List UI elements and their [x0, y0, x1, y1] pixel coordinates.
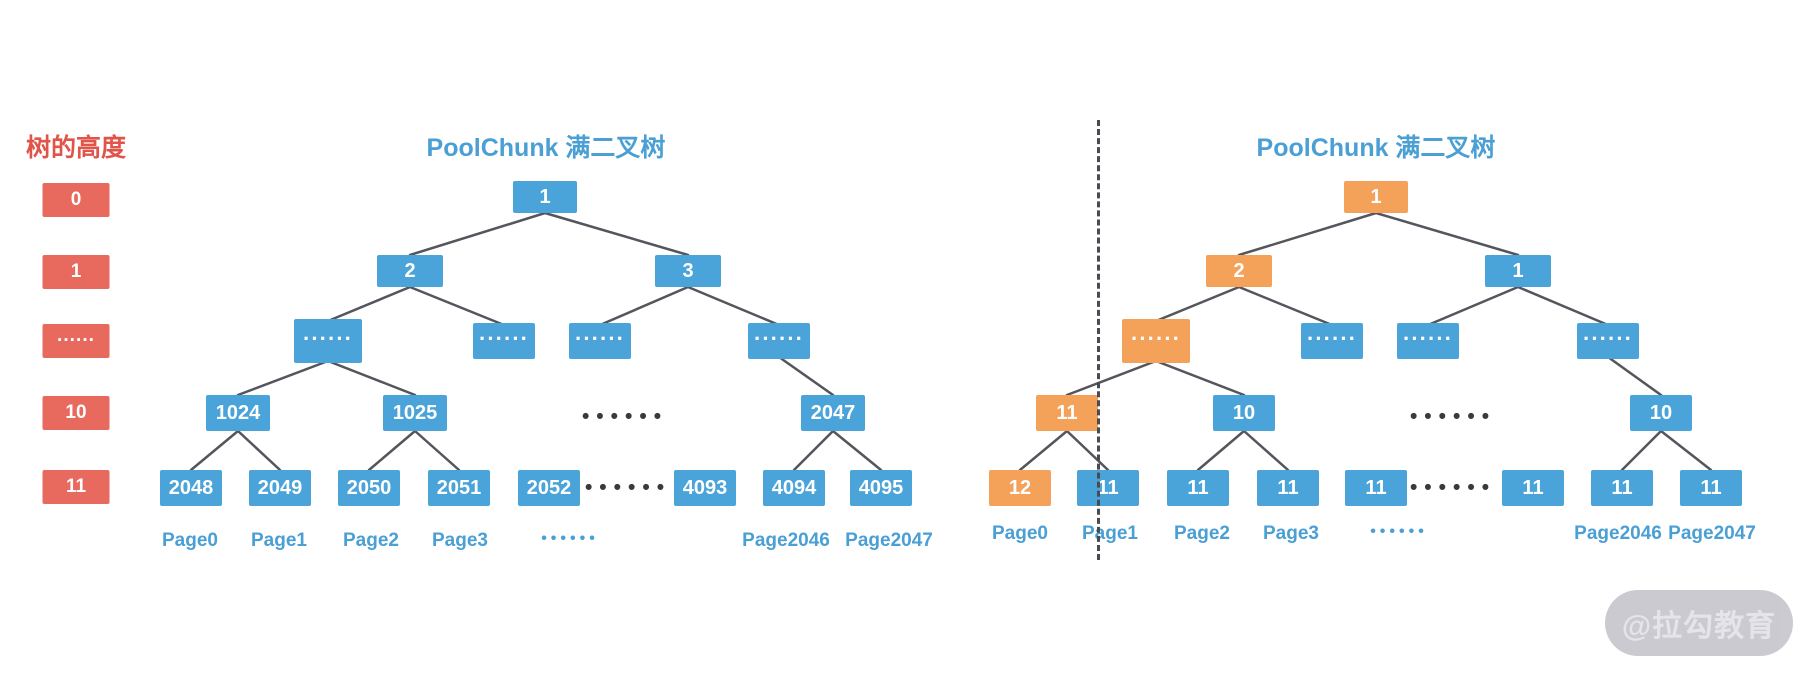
- tree-edge: [831, 429, 883, 472]
- tree-node: 2051: [428, 470, 490, 506]
- watermark-badge: @拉勾教育: [1605, 590, 1793, 656]
- page-label: Page2047: [845, 530, 933, 551]
- tree-edge: [236, 429, 282, 472]
- tree-node: ······: [473, 323, 535, 359]
- tree-edge: [543, 211, 690, 257]
- tree-edge: [792, 429, 835, 472]
- page-label: Page2047: [1668, 523, 1756, 544]
- tree-edge: [1154, 359, 1246, 397]
- page-label: Page3: [432, 530, 488, 551]
- height-label-box: ······: [42, 324, 110, 358]
- sidebar-title: 树的高度: [25, 134, 127, 162]
- page-label: Page0: [992, 523, 1048, 544]
- page-label: Page2046: [1574, 523, 1662, 544]
- ellipsis-dots: ••••••: [1409, 405, 1497, 428]
- page-label: Page2: [343, 530, 399, 551]
- tree-edge: [1426, 285, 1520, 327]
- height-label-box: 10: [42, 396, 110, 430]
- tree-edge: [1237, 211, 1378, 257]
- tree-node: 11: [1167, 470, 1229, 506]
- tree-edge: [1516, 285, 1610, 327]
- tree-edge: [367, 429, 417, 472]
- tree-node: 2049: [249, 470, 311, 506]
- right-tree-title: PoolChunk 满二叉树: [1256, 134, 1496, 162]
- height-label-box: 11: [42, 470, 110, 504]
- page-label: Page3: [1263, 523, 1319, 544]
- tree-edge: [1065, 359, 1158, 397]
- page-ellipsis-dots: ••••••: [1370, 523, 1428, 540]
- tree-node: 1024: [206, 395, 270, 431]
- tree-node: 4094: [763, 470, 825, 506]
- tree-node: ······: [1122, 319, 1190, 363]
- tree-node: 2050: [338, 470, 400, 506]
- tree-node: 1: [513, 181, 577, 213]
- tree-edge: [1196, 429, 1246, 472]
- tree-node: ······: [294, 319, 362, 363]
- tree-node: ······: [748, 323, 810, 359]
- tree-node: 11: [1591, 470, 1653, 506]
- tree-edge: [777, 355, 835, 397]
- tree-edge: [326, 359, 417, 397]
- tree-edge: [1065, 429, 1110, 472]
- ellipsis-dots: ••••••: [584, 476, 672, 499]
- tree-node: 11: [1345, 470, 1407, 506]
- ellipsis-dots: ••••••: [1409, 476, 1497, 499]
- tree-edge: [1154, 285, 1241, 323]
- tree-edge: [1242, 429, 1290, 472]
- page-label: Page2046: [742, 530, 830, 551]
- tree-node: 11: [1502, 470, 1564, 506]
- page-label: Page2: [1174, 523, 1230, 544]
- tree-node: 1: [1344, 181, 1408, 213]
- tree-node: 2: [377, 255, 443, 287]
- page-label: Page0: [162, 530, 218, 551]
- tree-node: 2052: [518, 470, 580, 506]
- tree-edge: [326, 285, 412, 323]
- page-label: Page1: [251, 530, 307, 551]
- tree-edge: [413, 429, 461, 472]
- tree-node: 4095: [850, 470, 912, 506]
- tree-node: ······: [569, 323, 631, 359]
- tree-node: 2048: [160, 470, 222, 506]
- tree-edge: [686, 285, 781, 327]
- tree-edge: [1620, 429, 1663, 472]
- page-ellipsis-dots: ••••••: [541, 530, 599, 547]
- watermark-text: @拉勾教育: [1621, 610, 1777, 643]
- tree-node: 10: [1213, 395, 1275, 431]
- tree-edge: [598, 285, 690, 327]
- tree-node: 11: [1036, 395, 1098, 431]
- tree-edge: [408, 285, 506, 327]
- height-label-box: 1: [42, 255, 110, 289]
- tree-edge: [236, 359, 330, 397]
- tree-node: ······: [1301, 323, 1363, 359]
- page-label: Page1: [1082, 523, 1138, 544]
- tree-edge: [1659, 429, 1713, 472]
- tree-edge: [1606, 355, 1663, 397]
- tree-node: 11: [1680, 470, 1742, 506]
- tree-node: 3: [655, 255, 721, 287]
- tree-node: 2: [1206, 255, 1272, 287]
- tree-node: 2047: [801, 395, 865, 431]
- tree-node: 12: [989, 470, 1051, 506]
- tree-node: 4093: [674, 470, 736, 506]
- tree-node: 10: [1630, 395, 1692, 431]
- left-tree-title: PoolChunk 满二叉树: [426, 134, 666, 162]
- divider-dashed-line: [1097, 120, 1100, 560]
- tree-node: 11: [1077, 470, 1139, 506]
- tree-node: ······: [1397, 323, 1459, 359]
- tree-edge: [189, 429, 240, 472]
- tree-edge: [1018, 429, 1069, 472]
- tree-edge: [1237, 285, 1334, 327]
- tree-node: 1: [1485, 255, 1551, 287]
- height-label-box: 0: [42, 183, 110, 217]
- ellipsis-dots: ••••••: [581, 405, 669, 428]
- tree-node: ······: [1577, 323, 1639, 359]
- tree-node: 11: [1257, 470, 1319, 506]
- tree-edge: [1374, 211, 1520, 257]
- tree-node: 1025: [383, 395, 447, 431]
- tree-edge: [408, 211, 547, 257]
